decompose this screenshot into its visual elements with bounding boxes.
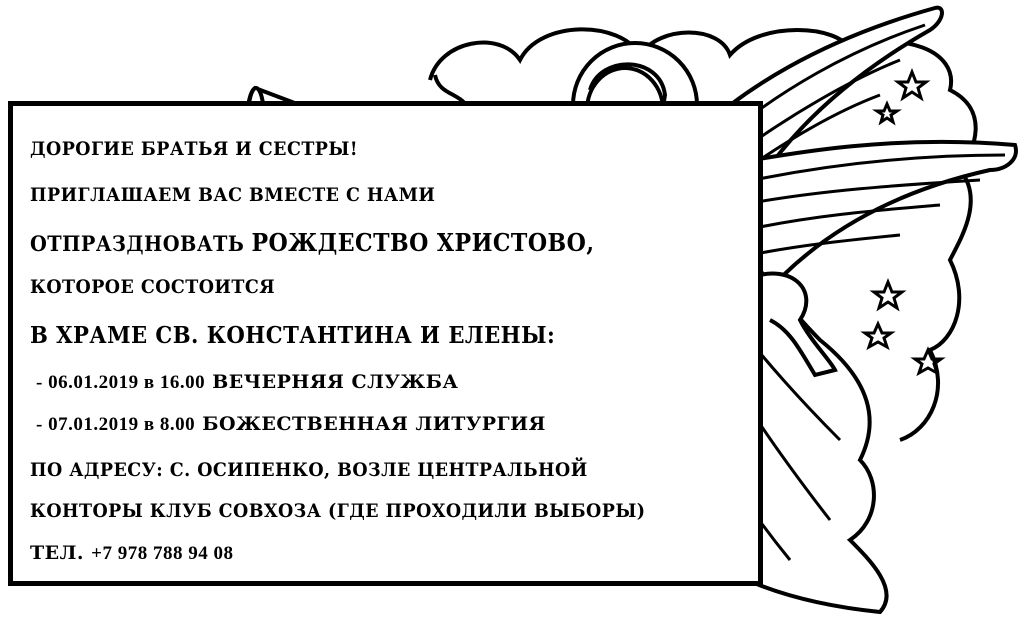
phone-number: +7 978 788 94 08: [91, 543, 234, 564]
celebrate-line: отпраздновать Рождество Христово,: [30, 228, 594, 257]
phone-label: Тел.: [30, 542, 85, 564]
address-line-2: конторы клуб совхоза (где проходили выбо…: [30, 500, 646, 522]
service-1-date: - 06.01.2019 в 16.00: [36, 372, 206, 393]
church-line: в храме св. Константина и Елены:: [30, 322, 556, 349]
feast-name: Рождество Христово,: [251, 228, 595, 257]
invitation-frame: [8, 101, 763, 586]
occur-line: которое состоится: [30, 276, 276, 298]
greeting: Дорогие братья и сестры!: [30, 138, 359, 160]
star-icon: [860, 67, 946, 377]
service-1: - 06.01.2019 в 16.00 Вечерняя служба: [36, 371, 458, 394]
service-2-name: Божественная литургия: [202, 413, 546, 435]
service-2-date: - 07.01.2019 в 8.00: [36, 414, 196, 435]
invite-line: Приглашаем вас вместе с нами: [30, 184, 436, 206]
service-2: - 07.01.2019 в 8.00 Божественная литурги…: [36, 413, 546, 436]
service-1-name: Вечерняя служба: [212, 371, 459, 393]
phone-line: Тел. +7 978 788 94 08: [30, 542, 234, 565]
address-line-1: по адресу: с. Осипенко, возле центрально…: [30, 459, 588, 481]
celebrate-prefix: отпраздновать: [30, 231, 245, 256]
